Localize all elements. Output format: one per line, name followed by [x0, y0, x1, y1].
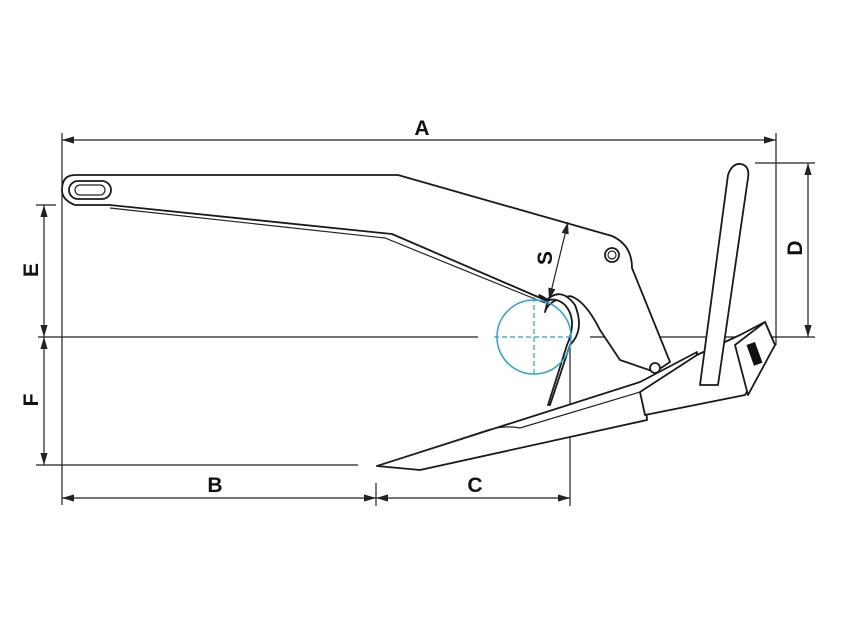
shackle-slot-inner: [74, 184, 106, 196]
label-f: F: [20, 393, 43, 406]
label-e: E: [20, 263, 43, 277]
dimension-line-s: [548, 221, 569, 301]
lower-pivot-hole: [649, 362, 661, 374]
pivot-circle: [494, 297, 574, 377]
anchor-crown: [544, 293, 580, 406]
pivot-hole-inner: [607, 250, 617, 260]
fluke-ridge: [376, 391, 641, 467]
pivot-hole: [604, 247, 620, 263]
brand-logo: [746, 341, 763, 366]
label-b: B: [207, 474, 222, 497]
label-d: D: [784, 240, 807, 255]
anchor-shank: [61, 174, 671, 373]
shank-inner-edge: [109, 207, 546, 304]
roll-bar: [699, 163, 750, 386]
label-a: A: [414, 117, 429, 140]
label-c: C: [467, 474, 482, 497]
label-s: S: [534, 251, 557, 265]
